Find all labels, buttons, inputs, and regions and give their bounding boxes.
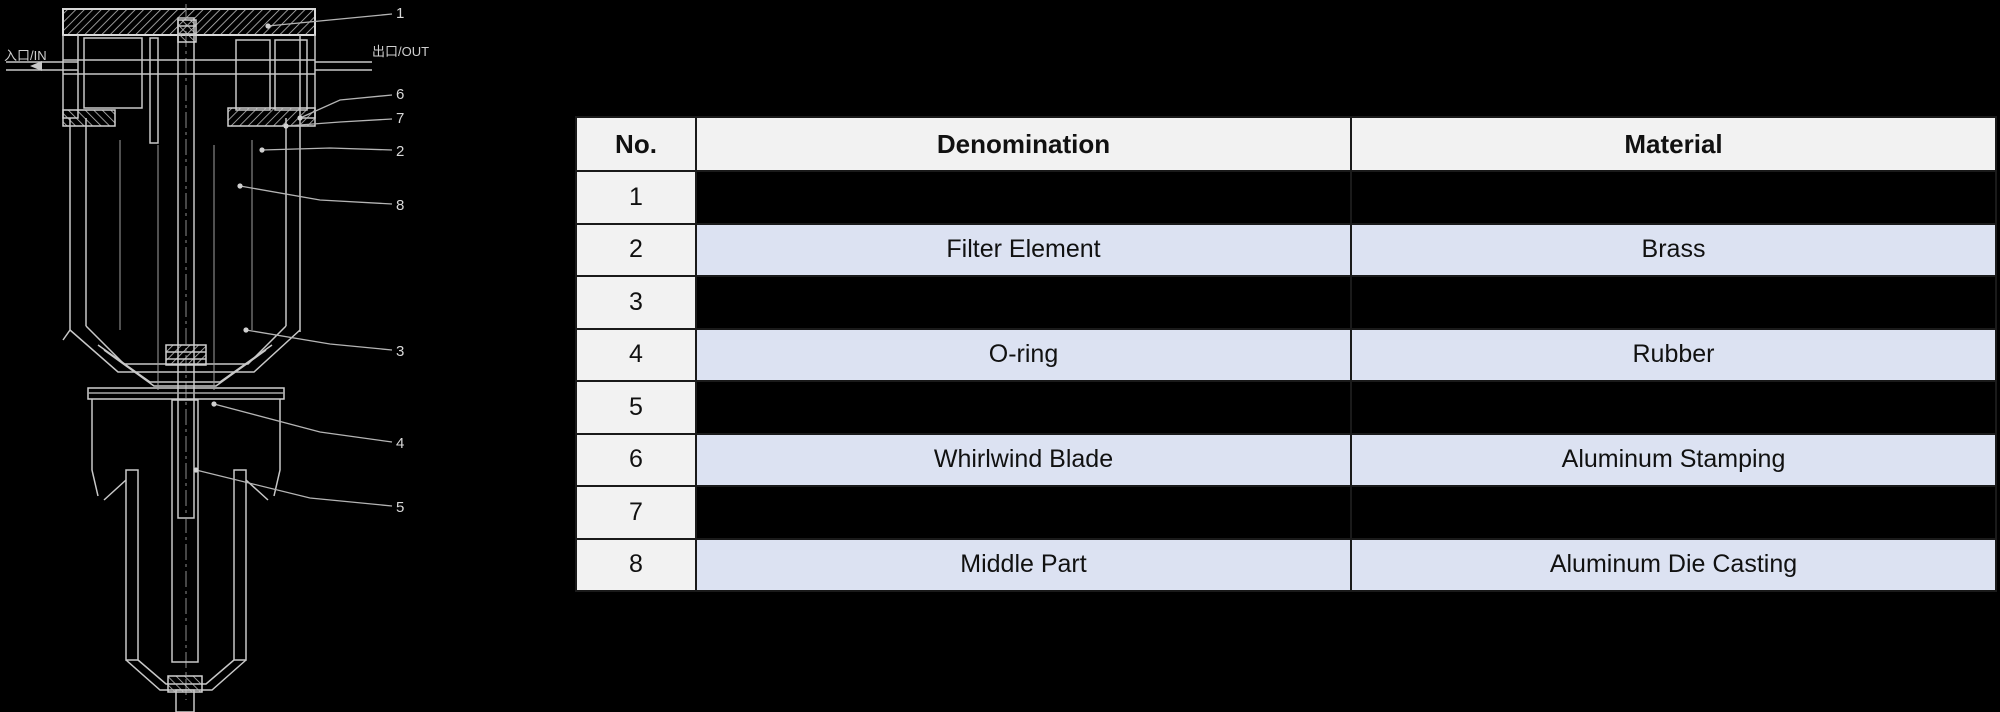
table-header: No. Denomination Material [575,116,1997,172]
table-row: 3 [575,275,1997,330]
callout-number-3: 3 [396,343,404,360]
cell-material-redacted [1350,380,1997,435]
cell-no: 6 [575,432,697,487]
table-row: 7 [575,485,1997,540]
cell-denomination: Whirlwind Blade [695,432,1352,487]
cell-no: 1 [575,170,697,225]
cell-material: Rubber [1350,327,1997,382]
outlet-label: 出口/OUT [372,44,429,59]
cell-material-redacted [1350,485,1997,540]
drawing-geometry [6,4,372,712]
cell-denomination: Middle Part [695,537,1352,592]
callout-number-6: 6 [396,86,404,103]
table-row: 5 [575,380,1997,435]
inlet-label: 入口/IN [4,48,47,63]
callout-number-5: 5 [396,499,404,516]
cell-denomination-redacted [695,170,1352,225]
cell-material: Brass [1350,222,1997,277]
filter-assembly-cross-section-drawing: 1 6 7 2 8 3 4 5 入口/IN 出口/OUT [4,4,429,712]
callout-number-1: 1 [396,5,404,22]
cell-denomination-redacted [695,485,1352,540]
cell-no: 8 [575,537,697,592]
table-row: 1 [575,170,1997,225]
callout-number-2: 2 [396,143,404,160]
column-header-material: Material [1350,116,1997,172]
cell-denomination: O-ring [695,327,1352,382]
column-header-no: No. [575,116,697,172]
cell-no: 5 [575,380,697,435]
cell-no: 3 [575,275,697,330]
cell-no: 7 [575,485,697,540]
cell-material-redacted [1350,275,1997,330]
cell-material: Aluminum Die Casting [1350,537,1997,592]
callout-number-7: 7 [396,110,404,127]
cell-material: Aluminum Stamping [1350,432,1997,487]
header-row: No. Denomination Material [575,116,1997,172]
column-header-denomination: Denomination [695,116,1352,172]
callout-number-4: 4 [396,435,404,452]
cell-denomination-redacted [695,380,1352,435]
cell-no: 2 [575,222,697,277]
technical-drawing-panel: 1 6 7 2 8 3 4 5 入口/IN 出口/OUT [0,0,470,712]
cell-denomination: Filter Element [695,222,1352,277]
callout-leader-lines [195,13,393,507]
callout-number-8: 8 [396,197,404,214]
cell-denomination-redacted [695,275,1352,330]
cell-no: 4 [575,327,697,382]
cell-material-redacted [1350,170,1997,225]
callout-leader-dots [193,23,303,473]
